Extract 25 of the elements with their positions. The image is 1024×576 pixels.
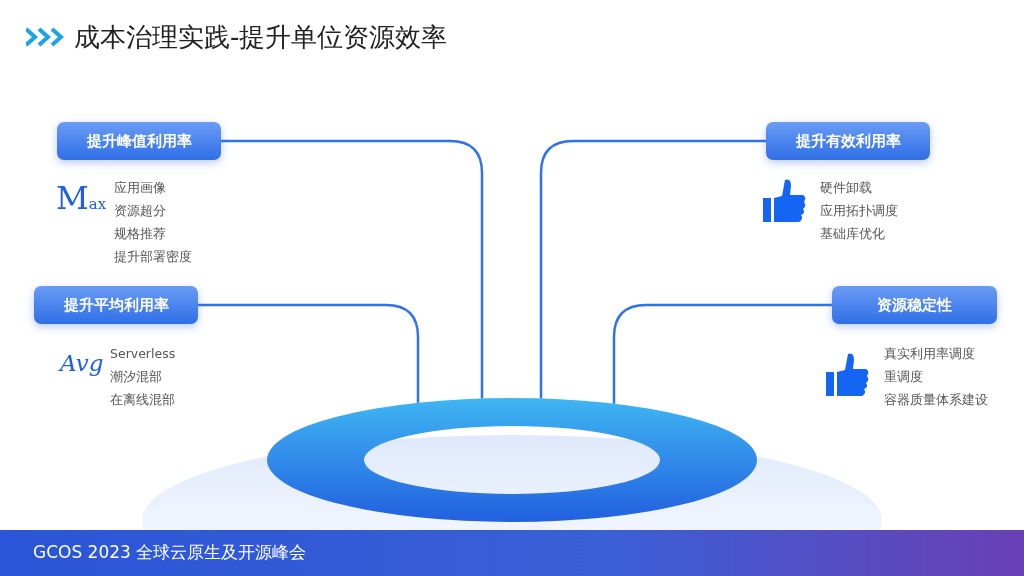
list-item: 在离线混部 xyxy=(110,392,175,409)
title: 成本治理实践-提升单位资源效率 xyxy=(74,21,448,54)
heading-box: 提升平均利用率 xyxy=(34,286,198,324)
heading-box: 资源稳定性 xyxy=(832,286,997,324)
symbol-text: Avg xyxy=(60,349,104,378)
list-item: 潮汐混部 xyxy=(110,369,162,386)
heading-box: 提升有效利用率 xyxy=(766,122,930,160)
connector-line xyxy=(612,303,832,404)
list-item: 硬件卸载 xyxy=(820,180,872,197)
list-item: 容器质量体系建设 xyxy=(884,392,988,409)
list-item: 真实利用率调度 xyxy=(884,346,975,363)
list-item: 资源超分 xyxy=(114,203,166,220)
connector-line xyxy=(221,139,484,399)
footer-text: GCOS 2023 全球云原生及开源峰会 xyxy=(33,541,307,564)
list-item: 提升部署密度 xyxy=(114,249,192,266)
connector-line xyxy=(539,139,766,399)
list-item: 应用拓扑调度 xyxy=(820,203,898,220)
list-item: 应用画像 xyxy=(114,180,166,197)
list-item: 基础库优化 xyxy=(820,226,885,243)
symbol-text: Max xyxy=(56,178,107,219)
list-item: 规格推荐 xyxy=(114,226,166,243)
connector-line xyxy=(198,303,420,403)
list-item: 重调度 xyxy=(884,369,923,386)
list-item: Serverless xyxy=(110,346,176,361)
heading-box: 提升峰值利用率 xyxy=(57,122,221,160)
